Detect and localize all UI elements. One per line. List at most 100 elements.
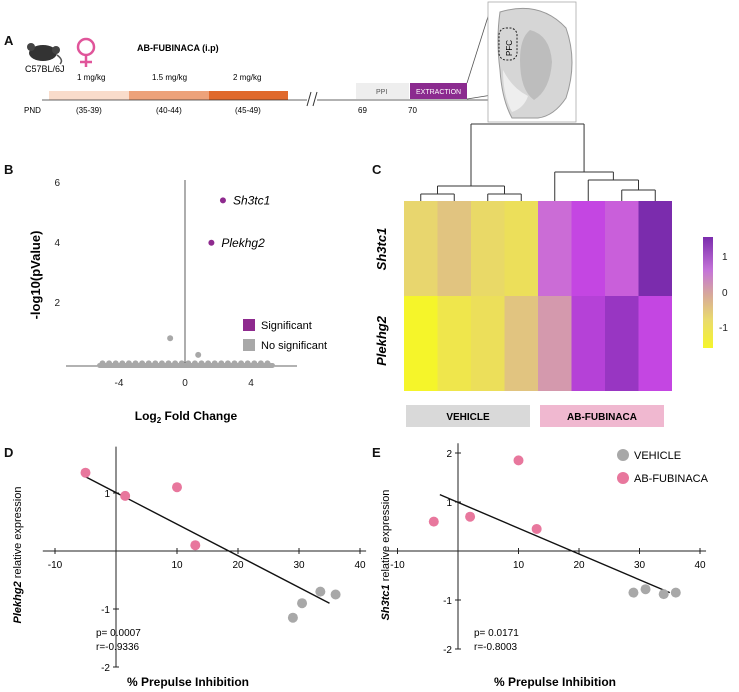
dose-1-bar [49, 91, 129, 100]
scatter-e-point-vehicle [658, 589, 669, 600]
scatter-e-r-value: r=-0.8003 [474, 642, 518, 653]
scatter-d-r-value: r=-0.9336 [96, 642, 140, 653]
heatmap [404, 201, 672, 391]
scatter-plot-d: -10 10 20 30 40 1 -1 -2 [42, 446, 367, 674]
dose-2-bar [129, 91, 209, 100]
volcano-ytick: 6 [54, 178, 60, 189]
colorbar-tick: 0 [722, 288, 728, 299]
heatmap-cell [504, 201, 538, 296]
scatter-d-point-vehicle [315, 586, 326, 597]
dose-3-bar [209, 91, 288, 100]
heatmap-cell [605, 201, 639, 296]
mouse-icon [27, 43, 63, 65]
panel-d-label: D [4, 445, 13, 460]
scatter-e-ytick: 1 [446, 498, 452, 509]
heatmap-cell [638, 201, 672, 296]
dendrogram [420, 123, 656, 201]
colorbar-tick: -1 [719, 323, 728, 334]
scatter-e-point-vehicle [670, 587, 681, 598]
female-symbol-icon [76, 37, 96, 67]
legend-abfubinaca-label: AB-FUBINACA [634, 473, 709, 485]
scatter-d-point-abfubinaca [120, 490, 131, 501]
volcano-gene-label: Plekhg2 [221, 236, 265, 250]
heatmap-cell [504, 296, 538, 391]
heatmap-cell [471, 201, 505, 296]
scatter-e-point-vehicle [628, 587, 639, 598]
scatter-e-xtick: -10 [390, 560, 405, 571]
scatter-d-y-label: Plekhg2 relative expression [12, 487, 24, 624]
scatter-d-xtick: -10 [48, 560, 63, 571]
legend-significant-swatch [243, 319, 255, 331]
volcano-point-nonsignificant [167, 335, 174, 342]
scatter-d-ytick: 1 [104, 489, 110, 500]
treatment-title: AB-FUBINACA (i.p) [137, 43, 219, 53]
legend-nonsignificant-label: No significant [261, 340, 327, 352]
scatter-e-y-label: Sh3tc1 relative expression [380, 490, 392, 621]
scatter-d-xtick: 20 [232, 560, 244, 571]
heatmap-row-label-sh3tc1: Sh3tc1 [374, 228, 389, 271]
dose-3-label: 2 mg/kg [233, 73, 261, 82]
dose-1-label: 1 mg/kg [77, 73, 105, 82]
extraction-day-label: 70 [408, 106, 417, 115]
heatmap-cell [538, 296, 572, 391]
panel-b-label: B [4, 162, 13, 177]
volcano-xtick: 4 [248, 378, 254, 389]
legend-vehicle-label: VEHICLE [634, 450, 681, 462]
heatmap-cell [638, 296, 672, 391]
ppi-bar [356, 83, 409, 99]
scatter-d-xtick: 30 [293, 560, 305, 571]
scatter-e-point-abfubinaca [531, 523, 542, 534]
scatter-e-xtick: 30 [634, 560, 646, 571]
legend-nonsignificant-swatch [243, 339, 255, 351]
scatter-e-ytick: -2 [443, 645, 452, 656]
scatter-d-point-vehicle [287, 612, 298, 623]
scatter-e-regression-line [439, 494, 671, 594]
group-bar-abfubinaca [540, 405, 664, 427]
scatter-e-xtick: 10 [513, 560, 525, 571]
panel-a-label: A [4, 33, 14, 48]
heatmap-cell [571, 201, 605, 296]
panel-c-label: C [372, 162, 382, 177]
volcano-point-significant [208, 239, 215, 246]
scatter-d-ytick: -1 [101, 605, 110, 616]
scatter-d-p-value: p= 0.0007 [96, 628, 141, 639]
volcano-y-label: -log10(pValue) [28, 231, 43, 320]
scatter-e-point-abfubinaca [465, 511, 476, 522]
range-1-label: (35-39) [76, 106, 102, 115]
scatter-e-x-label: % Prepulse Inhibition [494, 675, 616, 689]
volcano-point-significant [219, 197, 226, 204]
scatter-d-point-abfubinaca [172, 482, 182, 493]
scatter-e-point-vehicle [640, 584, 651, 595]
scatter-d-point-vehicle [330, 589, 341, 600]
extraction-label: EXTRACTION [416, 89, 461, 96]
scatter-e-xtick: 40 [694, 560, 706, 571]
dose-2-label: 1.5 mg/kg [152, 73, 187, 82]
group-bar-vehicle [406, 405, 530, 427]
scatter-d-xtick: 10 [171, 560, 183, 571]
scatter-d-point-vehicle [297, 598, 308, 609]
legend-vehicle-marker [617, 449, 629, 461]
group-label-vehicle: VEHICLE [446, 412, 490, 423]
pfc-label: PFC [505, 40, 514, 56]
range-2-label: (40-44) [156, 106, 182, 115]
volcano-ytick: 4 [54, 238, 60, 249]
heatmap-cell [437, 201, 471, 296]
legend-abfubinaca-marker [617, 472, 629, 484]
extraction-bar [410, 83, 467, 99]
volcano-point-nonsignificant [195, 351, 202, 358]
heatmap-cell [404, 296, 438, 391]
volcano-xtick: 0 [182, 378, 188, 389]
scatter-e-point-abfubinaca [513, 455, 524, 466]
volcano-x-label: Log2 Fold Change [135, 409, 238, 425]
volcano-gene-label: Sh3tc1 [233, 193, 270, 207]
ppi-label: PPI [376, 89, 387, 96]
scatter-d-xtick: 40 [354, 560, 366, 571]
scatter-e-ytick: -1 [443, 596, 452, 607]
scatter-d-point-abfubinaca [190, 540, 201, 551]
scatter-e-xtick: 20 [573, 560, 585, 571]
heatmap-cell [571, 296, 605, 391]
scatter-d-ytick: -2 [101, 663, 110, 674]
